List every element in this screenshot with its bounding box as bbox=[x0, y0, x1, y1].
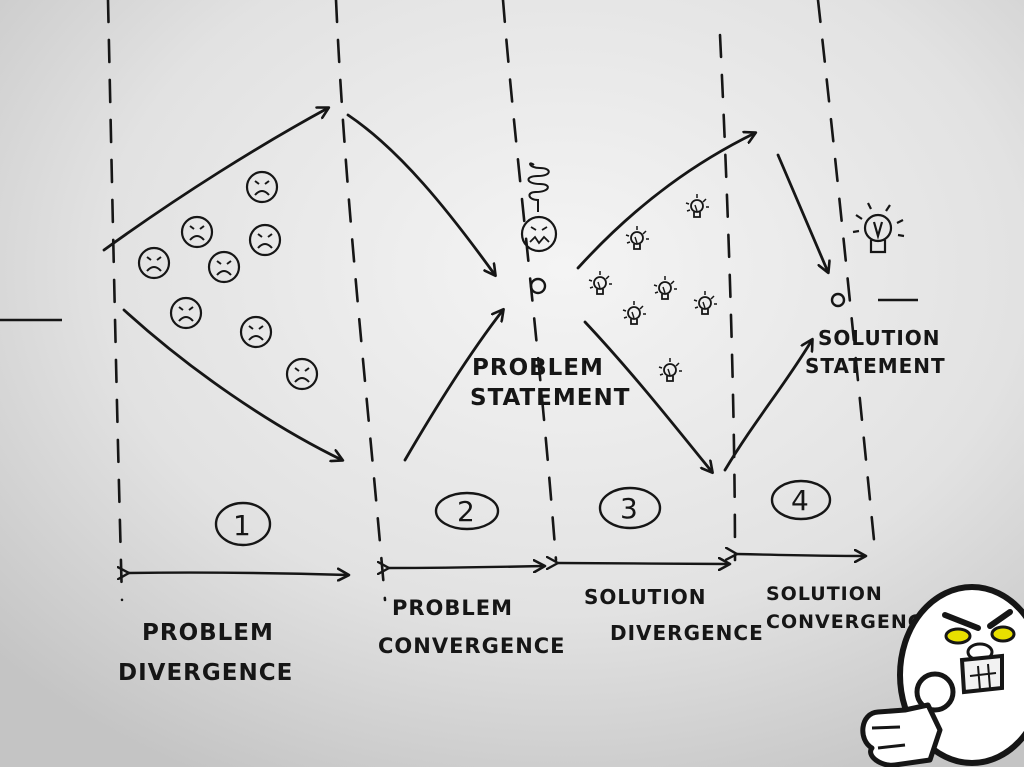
solution-converge-up-arrow bbox=[723, 340, 812, 472]
phase-2-number: 2 bbox=[457, 495, 475, 528]
phase-1-span bbox=[128, 573, 348, 575]
big-light-bulb-icon bbox=[852, 202, 905, 254]
solution-point bbox=[830, 292, 846, 308]
stressed-face-icon bbox=[520, 215, 558, 253]
phase-4-label: SOLUTION CONVERGENCE bbox=[766, 583, 937, 633]
angry-mascot-icon bbox=[860, 584, 1024, 767]
phase-3-span bbox=[557, 563, 729, 564]
phase-2-label: PROBLEM CONVERGENCE bbox=[378, 596, 566, 658]
phase-4-number: 4 bbox=[791, 484, 809, 517]
converge-down-arrow bbox=[346, 113, 495, 275]
solution-statement-label: SOLUTION STATEMENT bbox=[805, 326, 948, 378]
problem-statement-label: PROBLEM STATEMENT bbox=[470, 355, 630, 411]
phase-4-span bbox=[736, 554, 865, 556]
problem-point bbox=[529, 277, 547, 295]
phase-numbers: 1 2 3 4 bbox=[214, 479, 832, 547]
phase-1-number: 1 bbox=[233, 509, 251, 542]
diverge-down-arrow bbox=[122, 308, 342, 460]
solution-diverge-down-arrow bbox=[583, 320, 712, 472]
solution-diverge-up-arrow bbox=[576, 133, 755, 270]
diamond-arrows bbox=[102, 108, 828, 472]
diverge-up-arrow bbox=[102, 108, 328, 252]
phase-1-label: PROBLEM DIVERGENCE bbox=[118, 620, 293, 686]
phase-3-label: SOLUTION DIVERGENCE bbox=[584, 585, 764, 645]
spring-icon bbox=[527, 162, 550, 212]
converge-up-arrow bbox=[403, 310, 503, 462]
phase-2-span bbox=[388, 566, 544, 568]
solution-converge-down-arrow bbox=[776, 153, 828, 272]
phase-3-number: 3 bbox=[620, 492, 638, 525]
phase-dividers bbox=[106, 0, 877, 602]
phase-spans bbox=[128, 554, 865, 575]
